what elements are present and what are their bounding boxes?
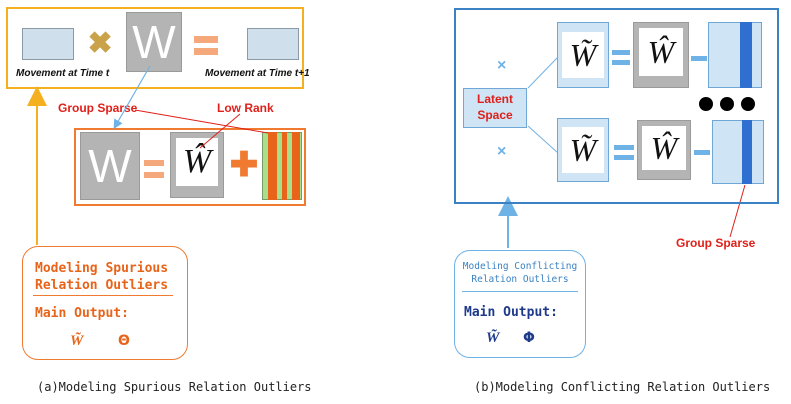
minus-icon-top <box>691 56 707 61</box>
movement-equation-frame <box>6 7 304 89</box>
spurious-title-line2: Relation Outliers <box>35 278 169 293</box>
conflicting-divider <box>462 291 578 292</box>
w-hat-bottom-symbol: Ŵ <box>642 126 686 170</box>
caption-b: (b)Modeling Conflicting Relation Outlier… <box>474 380 771 394</box>
low-rank-pointer <box>199 113 241 149</box>
conflicting-title-line1: Modeling Conflicting <box>462 261 578 272</box>
w-hat-symbol: Ŵ <box>176 138 218 186</box>
movement-t1-box <box>247 28 299 60</box>
ellipsis-dot-2 <box>720 97 734 111</box>
residual-top-box <box>708 22 762 88</box>
latent-to-top-line <box>527 56 559 89</box>
latent-space-line1: Latent <box>477 92 513 106</box>
latent-space-line2: Space <box>477 108 513 122</box>
ellipsis-dot-1 <box>699 97 713 111</box>
conflicting-frame <box>454 8 779 204</box>
group-sparse-pointer-a <box>134 109 269 134</box>
conflicting-title-line2: Relation Outliers <box>471 274 569 285</box>
equals-icon-top-upper <box>194 36 218 43</box>
w-matrix-large: W <box>80 132 140 200</box>
residual-bottom-box <box>712 120 764 184</box>
caption-a: (a)Modeling Spurious Relation Outliers <box>37 380 312 394</box>
latent-space-box <box>463 88 527 128</box>
outlier-strip-2 <box>282 132 287 200</box>
group-sparse-label-a: Group Sparse <box>58 101 138 115</box>
conflicting-output-w-tilde: W̃ <box>486 330 500 346</box>
equals-icon-b-bottom-upper <box>614 145 634 150</box>
equals-icon-top-lower <box>194 48 218 55</box>
w-tilde-bottom-symbol: W̃ <box>562 127 604 173</box>
residual-bottom-bar <box>742 120 752 184</box>
low-rank-label: Low Rank <box>217 101 274 115</box>
times-icon-top: × <box>497 57 507 74</box>
movement-at-time-t-label: Movement at Time t <box>16 68 110 79</box>
spurious-main-output: Main Output: <box>35 306 129 321</box>
decomposition-frame <box>74 128 306 206</box>
ellipsis-dot-3 <box>741 97 755 111</box>
equals-icon-mid-lower <box>144 172 164 178</box>
spurious-title-line1: Modeling Spurious <box>35 261 169 276</box>
group-sparse-pointer-b <box>729 184 746 238</box>
outlier-strip-3 <box>292 132 300 200</box>
minus-icon-bottom <box>694 150 710 155</box>
equals-icon-b-bottom-lower <box>614 155 634 160</box>
conflicting-output-box <box>454 250 586 358</box>
plus-icon: ✚ <box>229 146 259 184</box>
outlier-strip-1 <box>268 132 277 200</box>
spurious-output-box <box>22 246 188 360</box>
conflicting-main-output: Main Output: <box>464 305 558 320</box>
spurious-output-theta: Θ <box>118 333 130 349</box>
w-to-decomposition-line <box>113 65 151 130</box>
w-matrix-small: W <box>126 12 182 72</box>
multiply-icon: ✖ <box>87 26 113 60</box>
movement-t-box <box>22 28 74 60</box>
w-tilde-top-symbol: W̃ <box>562 32 604 78</box>
spurious-output-w-tilde: W̃ <box>70 333 84 349</box>
spurious-divider <box>33 295 173 296</box>
w-hat-top-symbol: Ŵ <box>639 28 683 76</box>
times-icon-bottom: × <box>497 143 507 160</box>
equals-icon-b-top-lower <box>612 60 630 65</box>
residual-top-bar <box>740 22 752 88</box>
equals-icon-mid-upper <box>144 160 164 166</box>
equals-icon-b-top-upper <box>612 50 630 55</box>
conflicting-output-phi: Φ <box>523 330 535 346</box>
movement-at-time-t1-label: Movement at Time t+1 <box>205 68 310 79</box>
latent-to-bottom-line <box>527 125 559 154</box>
group-sparse-label-b: Group Sparse <box>676 236 756 250</box>
